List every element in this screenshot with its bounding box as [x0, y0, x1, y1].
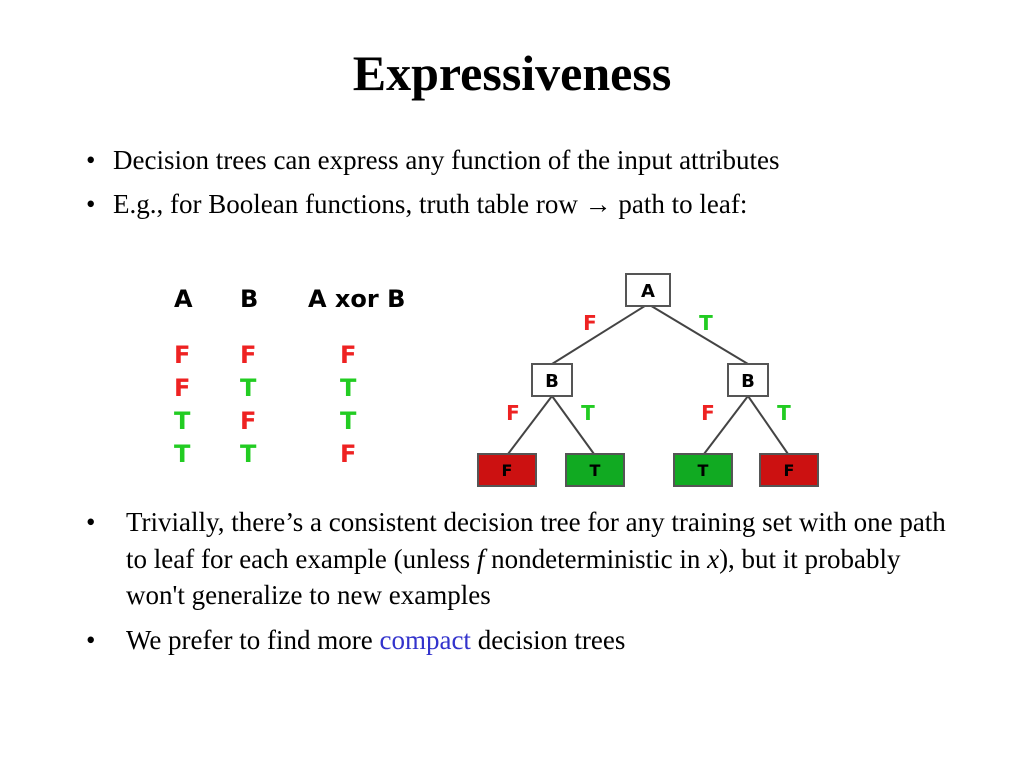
bullet-text: Decision trees can express any function …: [113, 145, 780, 175]
bullet-text: E.g., for Boolean functions, truth table…: [113, 189, 748, 219]
table-cell: T: [174, 440, 191, 468]
tree-leaf: F: [759, 453, 819, 487]
edge-b1-right: [551, 395, 595, 455]
table-cell: T: [240, 440, 257, 468]
text-run: ), but it probably won't generalize to n…: [126, 543, 901, 611]
tree-leaf: T: [673, 453, 733, 487]
text-run: We prefer to find more: [126, 624, 380, 655]
node-label: A: [641, 281, 655, 302]
edge-label: T: [699, 311, 713, 335]
table-cell: T: [240, 374, 257, 402]
tree-leaf: F: [477, 453, 537, 487]
table-header-b: B: [240, 285, 259, 313]
bullet-item: • We prefer to find more compact decisio…: [86, 622, 946, 659]
table-cell: T: [174, 407, 191, 435]
bullet-dot: •: [86, 624, 96, 655]
table-cell: T: [340, 407, 357, 435]
variable-f: f: [476, 543, 485, 574]
bullet-dot: •: [86, 145, 96, 175]
tree-leaf: T: [565, 453, 625, 487]
text-run: decision trees: [470, 624, 626, 655]
bullet-item: • Decision trees can express any functio…: [86, 143, 986, 178]
edge-label: T: [777, 401, 791, 425]
edge-b1-left: [507, 395, 553, 455]
table-cell: F: [240, 407, 257, 435]
bullet-item: • E.g., for Boolean functions, truth tab…: [86, 187, 986, 222]
table-cell: F: [174, 374, 191, 402]
decision-tree-diagram: A B B F T F T F T F T T F: [477, 273, 819, 487]
highlighted-word: compact: [379, 624, 471, 655]
bullet-text: We prefer to find more compact decision …: [126, 625, 625, 655]
edge-b2-right: [747, 395, 789, 455]
edge-label: F: [701, 401, 715, 425]
variable-x: x: [707, 543, 720, 574]
bullet-text: Trivially, there’s a consistent decision…: [126, 507, 946, 610]
tree-node-b-right: B: [727, 363, 769, 397]
node-label: B: [741, 371, 755, 392]
bullet-dot: •: [86, 507, 96, 537]
table-cell: T: [340, 374, 357, 402]
bottom-bullet-list: • Trivially, there’s a consistent decisi…: [86, 504, 946, 666]
tree-edges: [507, 303, 789, 455]
node-label: B: [545, 371, 559, 392]
edge-label: F: [506, 401, 520, 425]
leaf-label: F: [502, 461, 513, 480]
text-run: Trivially, there’s a consistent decision…: [126, 507, 946, 574]
table-cell: F: [174, 341, 191, 369]
edge-b2-left: [703, 395, 749, 455]
bullet-item: • Trivially, there’s a consistent decisi…: [86, 504, 946, 614]
table-cell: F: [340, 341, 357, 369]
slide-title: Expressiveness: [352, 45, 672, 101]
leaf-label: F: [784, 461, 795, 480]
edge-label: F: [583, 311, 597, 335]
table-cell: F: [240, 341, 257, 369]
top-bullet-list: • Decision trees can express any functio…: [86, 143, 986, 231]
bullet-dot: •: [86, 189, 96, 219]
edge-label: T: [581, 401, 595, 425]
text-run: nondeterministic in: [484, 543, 708, 574]
tree-node-b-left: B: [531, 363, 573, 397]
table-header-a: A: [174, 285, 193, 313]
tree-node-root: A: [625, 273, 671, 307]
edge-root-right: [647, 303, 749, 365]
leaf-label: T: [698, 461, 709, 480]
table-header-xor: A xor B: [308, 285, 406, 313]
table-cell: F: [340, 440, 357, 468]
leaf-label: T: [590, 461, 601, 480]
edge-root-left: [551, 303, 649, 365]
